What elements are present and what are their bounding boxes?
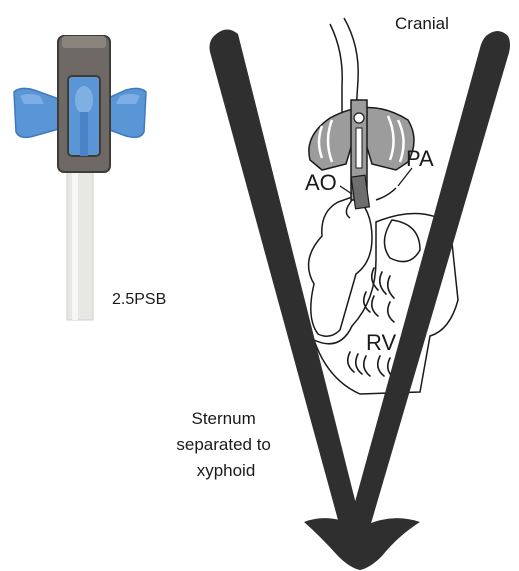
pa-label: PA: [406, 146, 434, 171]
ao-label: AO: [305, 170, 337, 195]
cranial-label: Cranial: [395, 14, 449, 33]
flow-probe-photo: 2.5PSB: [14, 36, 166, 320]
sternum-caption: Sternum separated to xyphoid: [176, 409, 275, 480]
sternum-diagram: Cranial PA AO RV Sternum separated to xy…: [176, 14, 510, 570]
probe-model-label: 2.5PSB: [112, 291, 166, 308]
rv-label: RV: [366, 330, 396, 355]
probe-cable: [67, 168, 93, 320]
